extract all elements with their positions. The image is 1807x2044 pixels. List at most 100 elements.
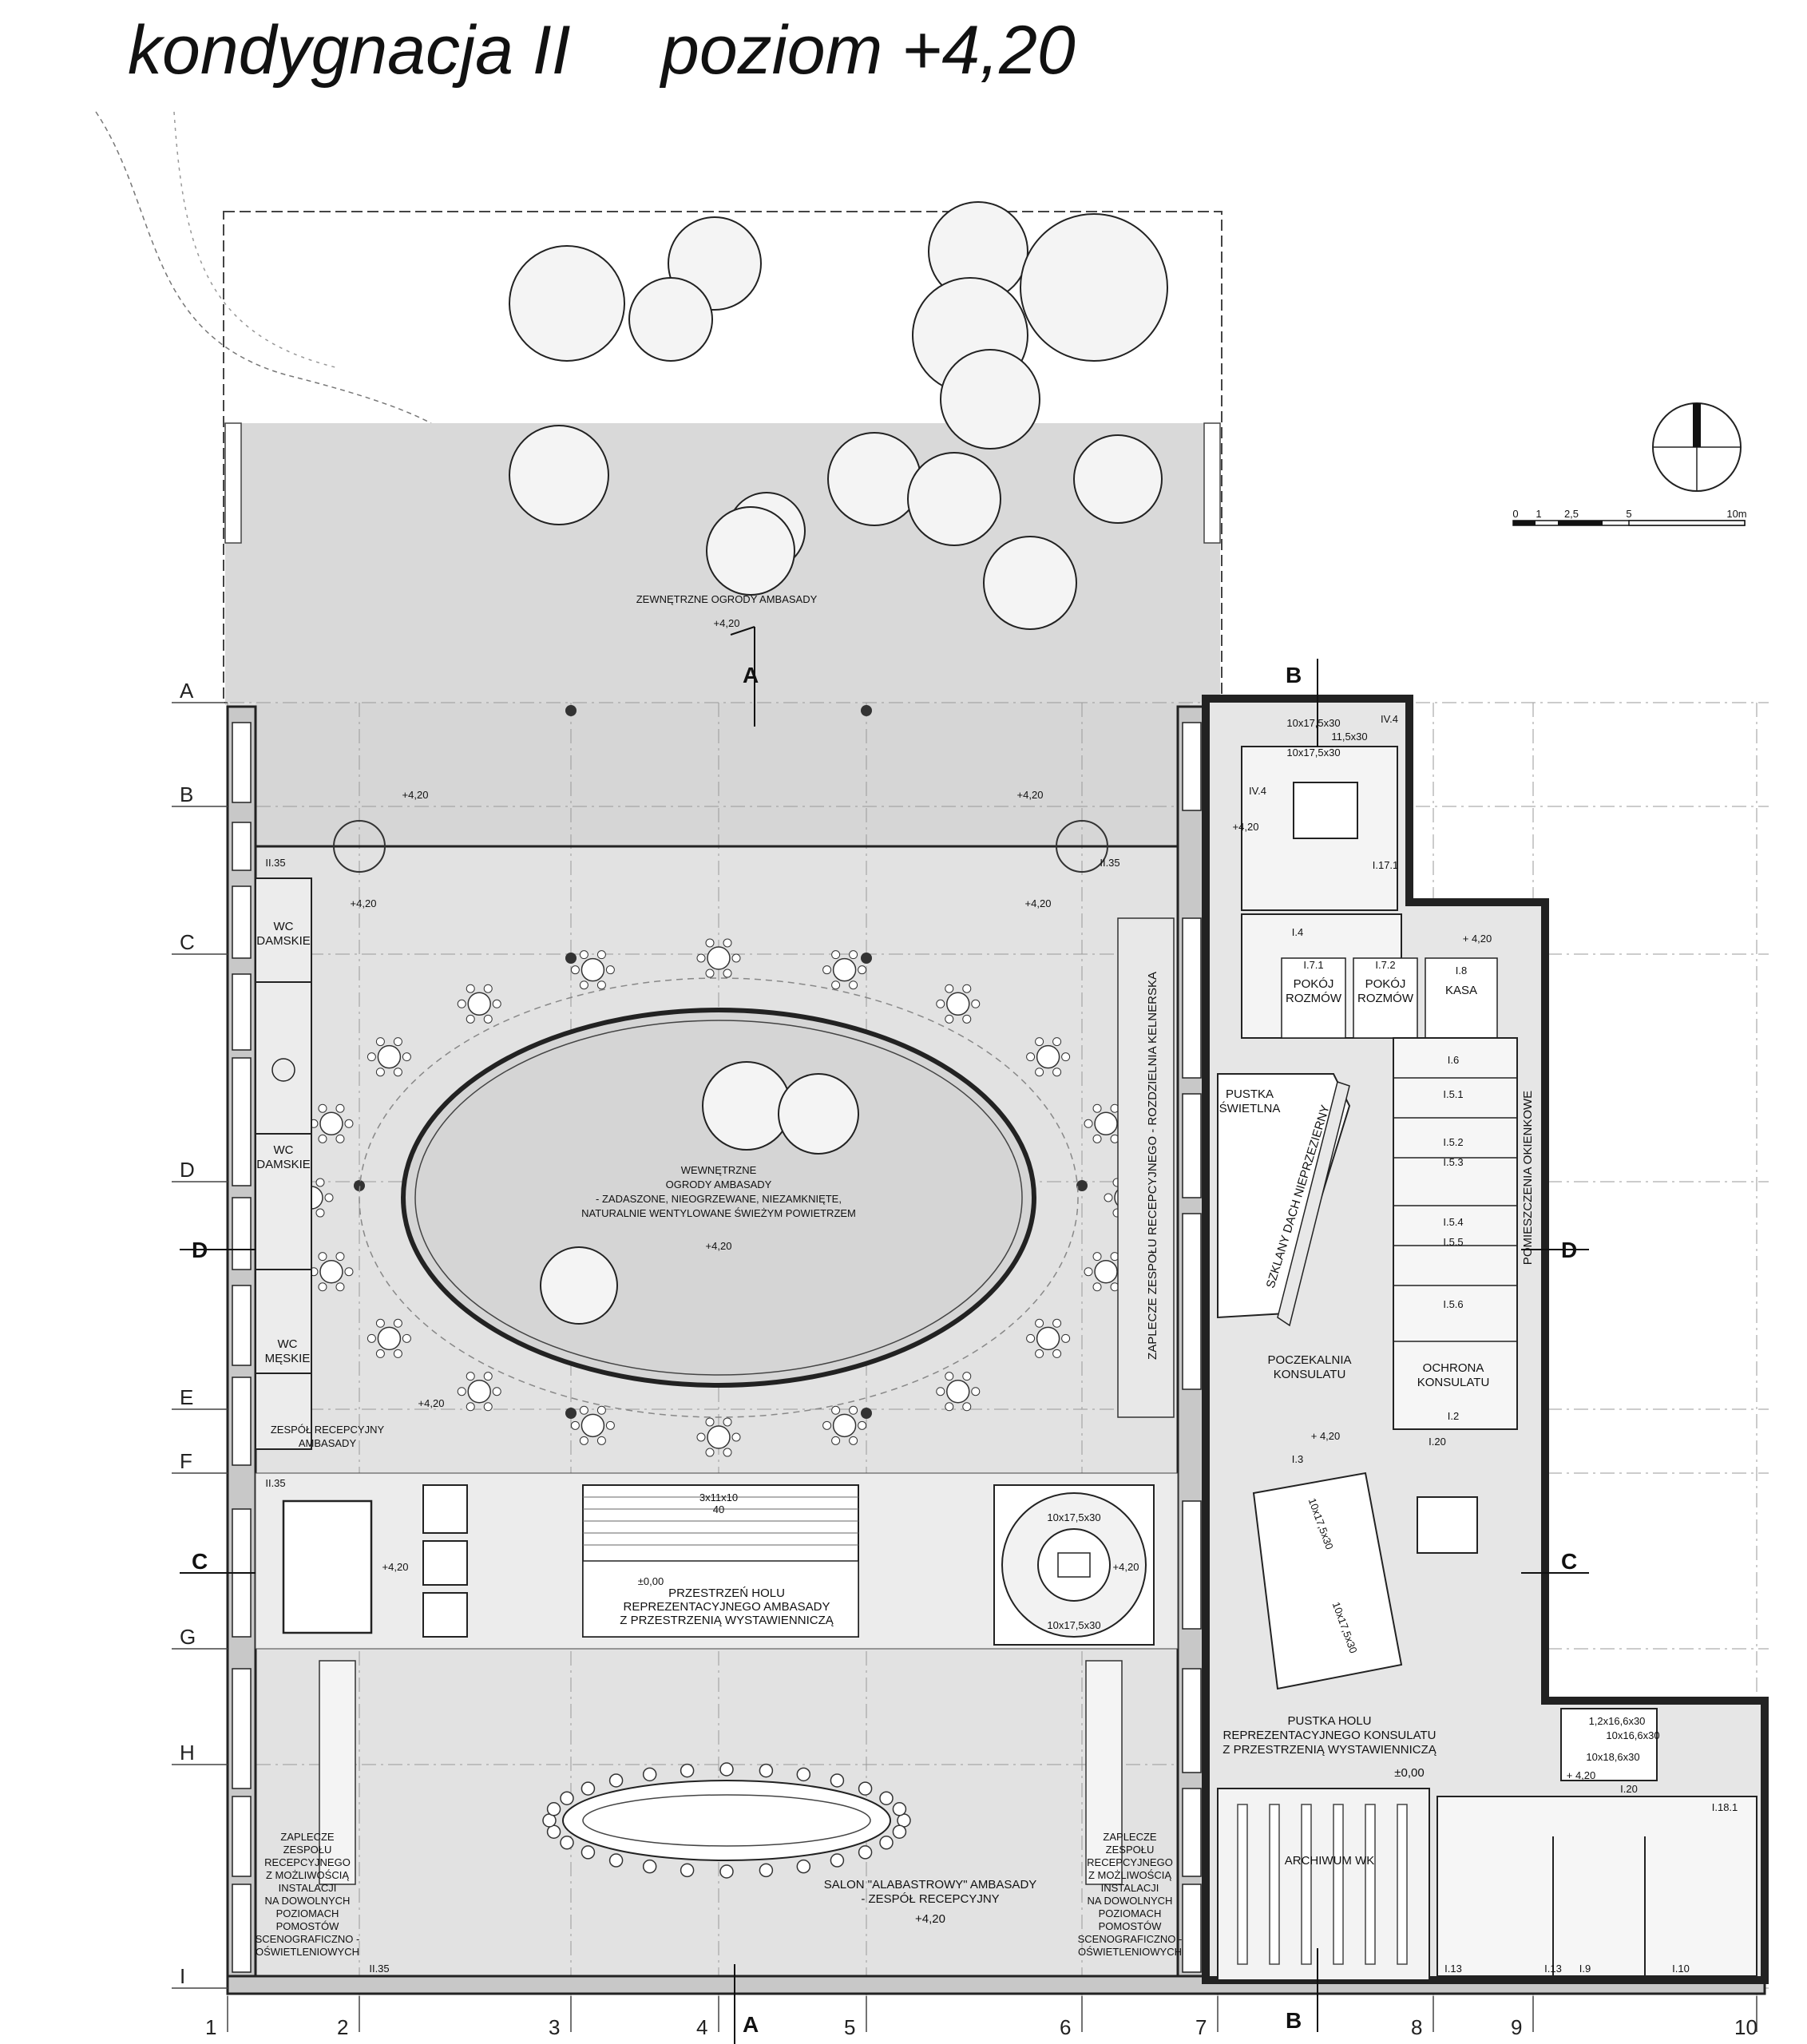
grid-row-label: B <box>180 782 193 806</box>
code-I5-6: I.5.6 <box>1443 1298 1463 1310</box>
garden-edge-right <box>1203 422 1221 544</box>
label-pokoj2-2: ROZMÓW <box>1357 992 1414 1005</box>
zaplecze-line: POZIOMACH <box>1099 1907 1162 1919</box>
chair-icon <box>560 1791 574 1805</box>
table-icon <box>309 1252 354 1292</box>
level-core-left: +4,20 <box>382 1561 409 1573</box>
tree-icon <box>827 432 921 526</box>
stair-note-main-b: 40 <box>713 1503 724 1515</box>
label-pokoj2-1: POKÓJ <box>1365 977 1406 991</box>
level-inner-garden: +4,20 <box>706 1240 732 1252</box>
scale-tick-0: 0 <box>1512 508 1518 520</box>
label-salon-2: - ZESPÓŁ RECEPCYJNY <box>861 1892 999 1906</box>
chair-icon <box>796 1859 811 1874</box>
grid-column-label: 9 <box>1511 2015 1522 2039</box>
west-windows <box>232 722 252 1973</box>
zaplecze-line: INSTALACJI <box>1101 1882 1159 1894</box>
table-icon <box>1084 1103 1128 1143</box>
chair-icon <box>642 1859 657 1874</box>
tree-icon <box>706 506 795 596</box>
chair-icon <box>581 1781 596 1796</box>
scale-bar: 0 1 2,5 5 10m <box>1512 508 1747 526</box>
north-arrow-icon <box>1652 402 1742 492</box>
label-pustka-holu-2: REPREZENTACYJNEGO KONSULATU <box>1223 1729 1436 1742</box>
label-pustka-holu-3: Z PRZESTRZENIĄ WYSTAWIENNICZĄ <box>1222 1743 1436 1757</box>
grid-row-label: C <box>180 930 195 954</box>
grid-column-label: 10 <box>1734 2015 1757 2039</box>
code-I13-b: I.13 <box>1544 1963 1562 1975</box>
level-c-right: +4,20 <box>1025 897 1052 909</box>
level-stair-right: +4,20 <box>1113 1561 1139 1573</box>
grid-column-label: 1 <box>205 2015 216 2039</box>
inner-garden-outer-ring <box>359 977 1079 1418</box>
grid-row-label: F <box>180 1449 192 1473</box>
chair-icon <box>858 1845 873 1860</box>
zaplecze-line: POMOSTÓW <box>276 1920 339 1932</box>
table-icon <box>570 950 615 990</box>
level-consulate-mid: + 4,20 <box>1311 1430 1341 1442</box>
level-pustka-holu: ±0,00 <box>1394 1766 1424 1780</box>
chair-icon <box>796 1767 811 1782</box>
code-I5-1: I.5.1 <box>1443 1088 1463 1100</box>
table-icon <box>570 1405 615 1445</box>
level-e-left: +4,20 <box>418 1397 445 1409</box>
zaplecze-line: ZESPOŁU <box>283 1844 332 1856</box>
code-I6: I.6 <box>1448 1054 1459 1066</box>
level-archive-right: + 4,20 <box>1567 1769 1596 1781</box>
wc-damskie-1b: DAMSKIE <box>256 934 311 948</box>
stair-note-spiral-top: 10x17,5x30 <box>1047 1511 1100 1523</box>
path-boundary <box>173 111 336 368</box>
tree-icon <box>907 452 1001 546</box>
label-pustka-holu-1: PUSTKA HOLU <box>1287 1714 1371 1728</box>
tree-icon <box>1020 213 1168 362</box>
zaplecze-line: RECEPCYJNEGO <box>1087 1856 1173 1868</box>
chair-icon <box>892 1824 907 1839</box>
label-inner-garden-3: - ZADASZONE, NIEOGRZEWANE, NIEZAMKNIĘTE, <box>596 1193 842 1205</box>
grid-column-label: 4 <box>696 2015 707 2039</box>
label-kelnerska: ZAPLECZE ZESPOŁU RECEPCYJNEGO - ROZDZIEL… <box>1146 972 1159 1360</box>
zaplecze-line: OŚWIETLENIOWYCH <box>256 1946 359 1958</box>
label-pokoj1-2: ROZMÓW <box>1286 992 1342 1005</box>
section-d-label-right: D <box>1561 1238 1577 1262</box>
section-b-label-bottom: B <box>1286 2008 1302 2033</box>
section-b-label: B <box>1286 663 1302 687</box>
stair-note-tower-3: 10x17,5x30 <box>1286 747 1340 759</box>
round-column-east <box>1056 820 1108 873</box>
grid-row-label: H <box>180 1741 195 1765</box>
code-IV4-a: IV.4 <box>1381 713 1398 725</box>
label-hall-3: Z PRZESTRZENIĄ WYSTAWIENNICZĄ <box>620 1614 834 1627</box>
inner-garden-inner-ring <box>414 1020 1023 1376</box>
label-pokoj1-1: POKÓJ <box>1294 977 1334 991</box>
section-a-label: A <box>743 663 759 687</box>
floor-title: kondygnacja II <box>128 12 571 89</box>
tree-icon <box>702 1061 791 1151</box>
wc-meskie: WC <box>278 1337 298 1351</box>
table-icon <box>936 984 981 1024</box>
zaplecze-line: OŚWIETLENIOWYCH <box>1078 1946 1182 1958</box>
zaplecze-line: ZAPLECZE <box>1103 1831 1157 1843</box>
table-icon <box>936 1372 981 1412</box>
level-outer-garden: +4,20 <box>714 617 740 629</box>
code-IV4-b: IV.4 <box>1249 785 1266 797</box>
chair-icon <box>719 1864 734 1879</box>
code-I3: I.3 <box>1292 1453 1303 1465</box>
chair-icon <box>719 1762 734 1777</box>
spiral-lift <box>1057 1552 1091 1578</box>
section-b-bottom: B <box>1286 1948 1318 2033</box>
scale-tick-10m: 10m <box>1726 508 1746 520</box>
label-reception-2: AMBASADY <box>299 1437 357 1449</box>
section-b-top: B <box>1286 659 1318 747</box>
level-b-left: +4,20 <box>402 789 429 801</box>
archive <box>1217 1788 1430 1981</box>
level-title: poziom +4,20 <box>661 12 1076 89</box>
offices <box>1436 1796 1757 1977</box>
chair-icon <box>560 1836 574 1850</box>
code-I8: I.8 <box>1456 965 1467 976</box>
salon-table-inner <box>582 1794 871 1847</box>
code-I4: I.4 <box>1292 926 1303 938</box>
label-outer-garden: ZEWNĘTRZNE OGRODY AMBASADY <box>636 593 818 605</box>
chair-icon <box>608 1773 624 1788</box>
chair-icon <box>830 1773 845 1788</box>
chair-icon <box>680 1863 695 1878</box>
